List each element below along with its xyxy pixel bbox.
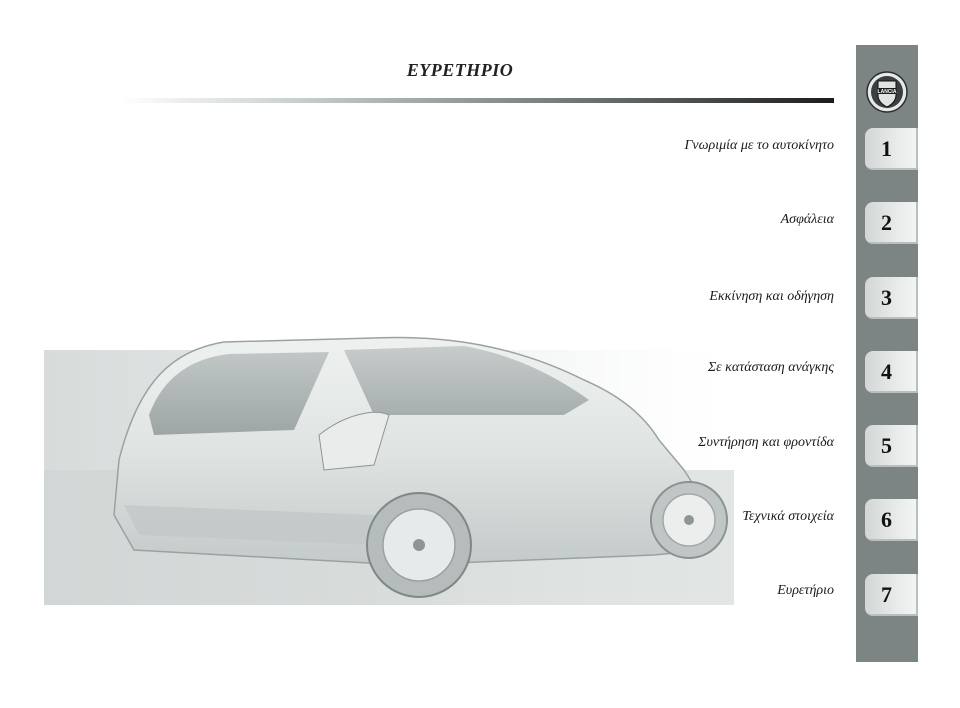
chapter-tab-4-label: 4 bbox=[881, 359, 892, 384]
chapter-tab-5-label: 5 bbox=[881, 433, 892, 458]
chapter-tab-1-label: 1 bbox=[881, 136, 892, 161]
page-title: ΕΥΡΕΤΗΡΙΟ bbox=[406, 60, 514, 80]
chapter-tab-4[interactable]: 4 bbox=[865, 351, 918, 393]
chapter-tab-7[interactable]: 7 bbox=[865, 574, 918, 616]
title-divider bbox=[120, 98, 834, 103]
toc-item-6[interactable]: Τεχνικά στοιχεία bbox=[742, 509, 834, 524]
toc-item-5[interactable]: Συντήρηση και φροντίδα bbox=[698, 435, 834, 450]
chapter-tab-2[interactable]: 2 bbox=[865, 202, 918, 244]
toc-item-4[interactable]: Σε κατάσταση ανάγκης bbox=[707, 360, 834, 375]
car-illustration bbox=[44, 320, 734, 605]
chapter-tab-3-label: 3 bbox=[881, 285, 892, 310]
toc-item-1[interactable]: Γνωριμία με το αυτοκίνητο bbox=[684, 138, 834, 153]
toc-item-3[interactable]: Εκκίνηση και οδήγηση bbox=[709, 289, 834, 304]
toc-item-2[interactable]: Ασφάλεια bbox=[780, 212, 834, 227]
chapter-tab-5[interactable]: 5 bbox=[865, 425, 918, 467]
lancia-shield-icon: LANCIA bbox=[866, 71, 908, 113]
chapter-tab-6[interactable]: 6 bbox=[865, 499, 918, 541]
chapter-tab-6-label: 6 bbox=[881, 507, 892, 532]
chapter-tab-1[interactable]: 1 bbox=[865, 128, 918, 170]
chapter-tab-2-label: 2 bbox=[881, 210, 892, 235]
logo-text: LANCIA bbox=[878, 89, 897, 95]
chapter-sidebar: LANCIA 1 2 3 4 5 6 7 bbox=[856, 45, 918, 662]
toc-item-7[interactable]: Ευρετήριο bbox=[777, 583, 834, 598]
chapter-tab-3[interactable]: 3 bbox=[865, 277, 918, 319]
chapter-tab-7-label: 7 bbox=[881, 582, 892, 607]
